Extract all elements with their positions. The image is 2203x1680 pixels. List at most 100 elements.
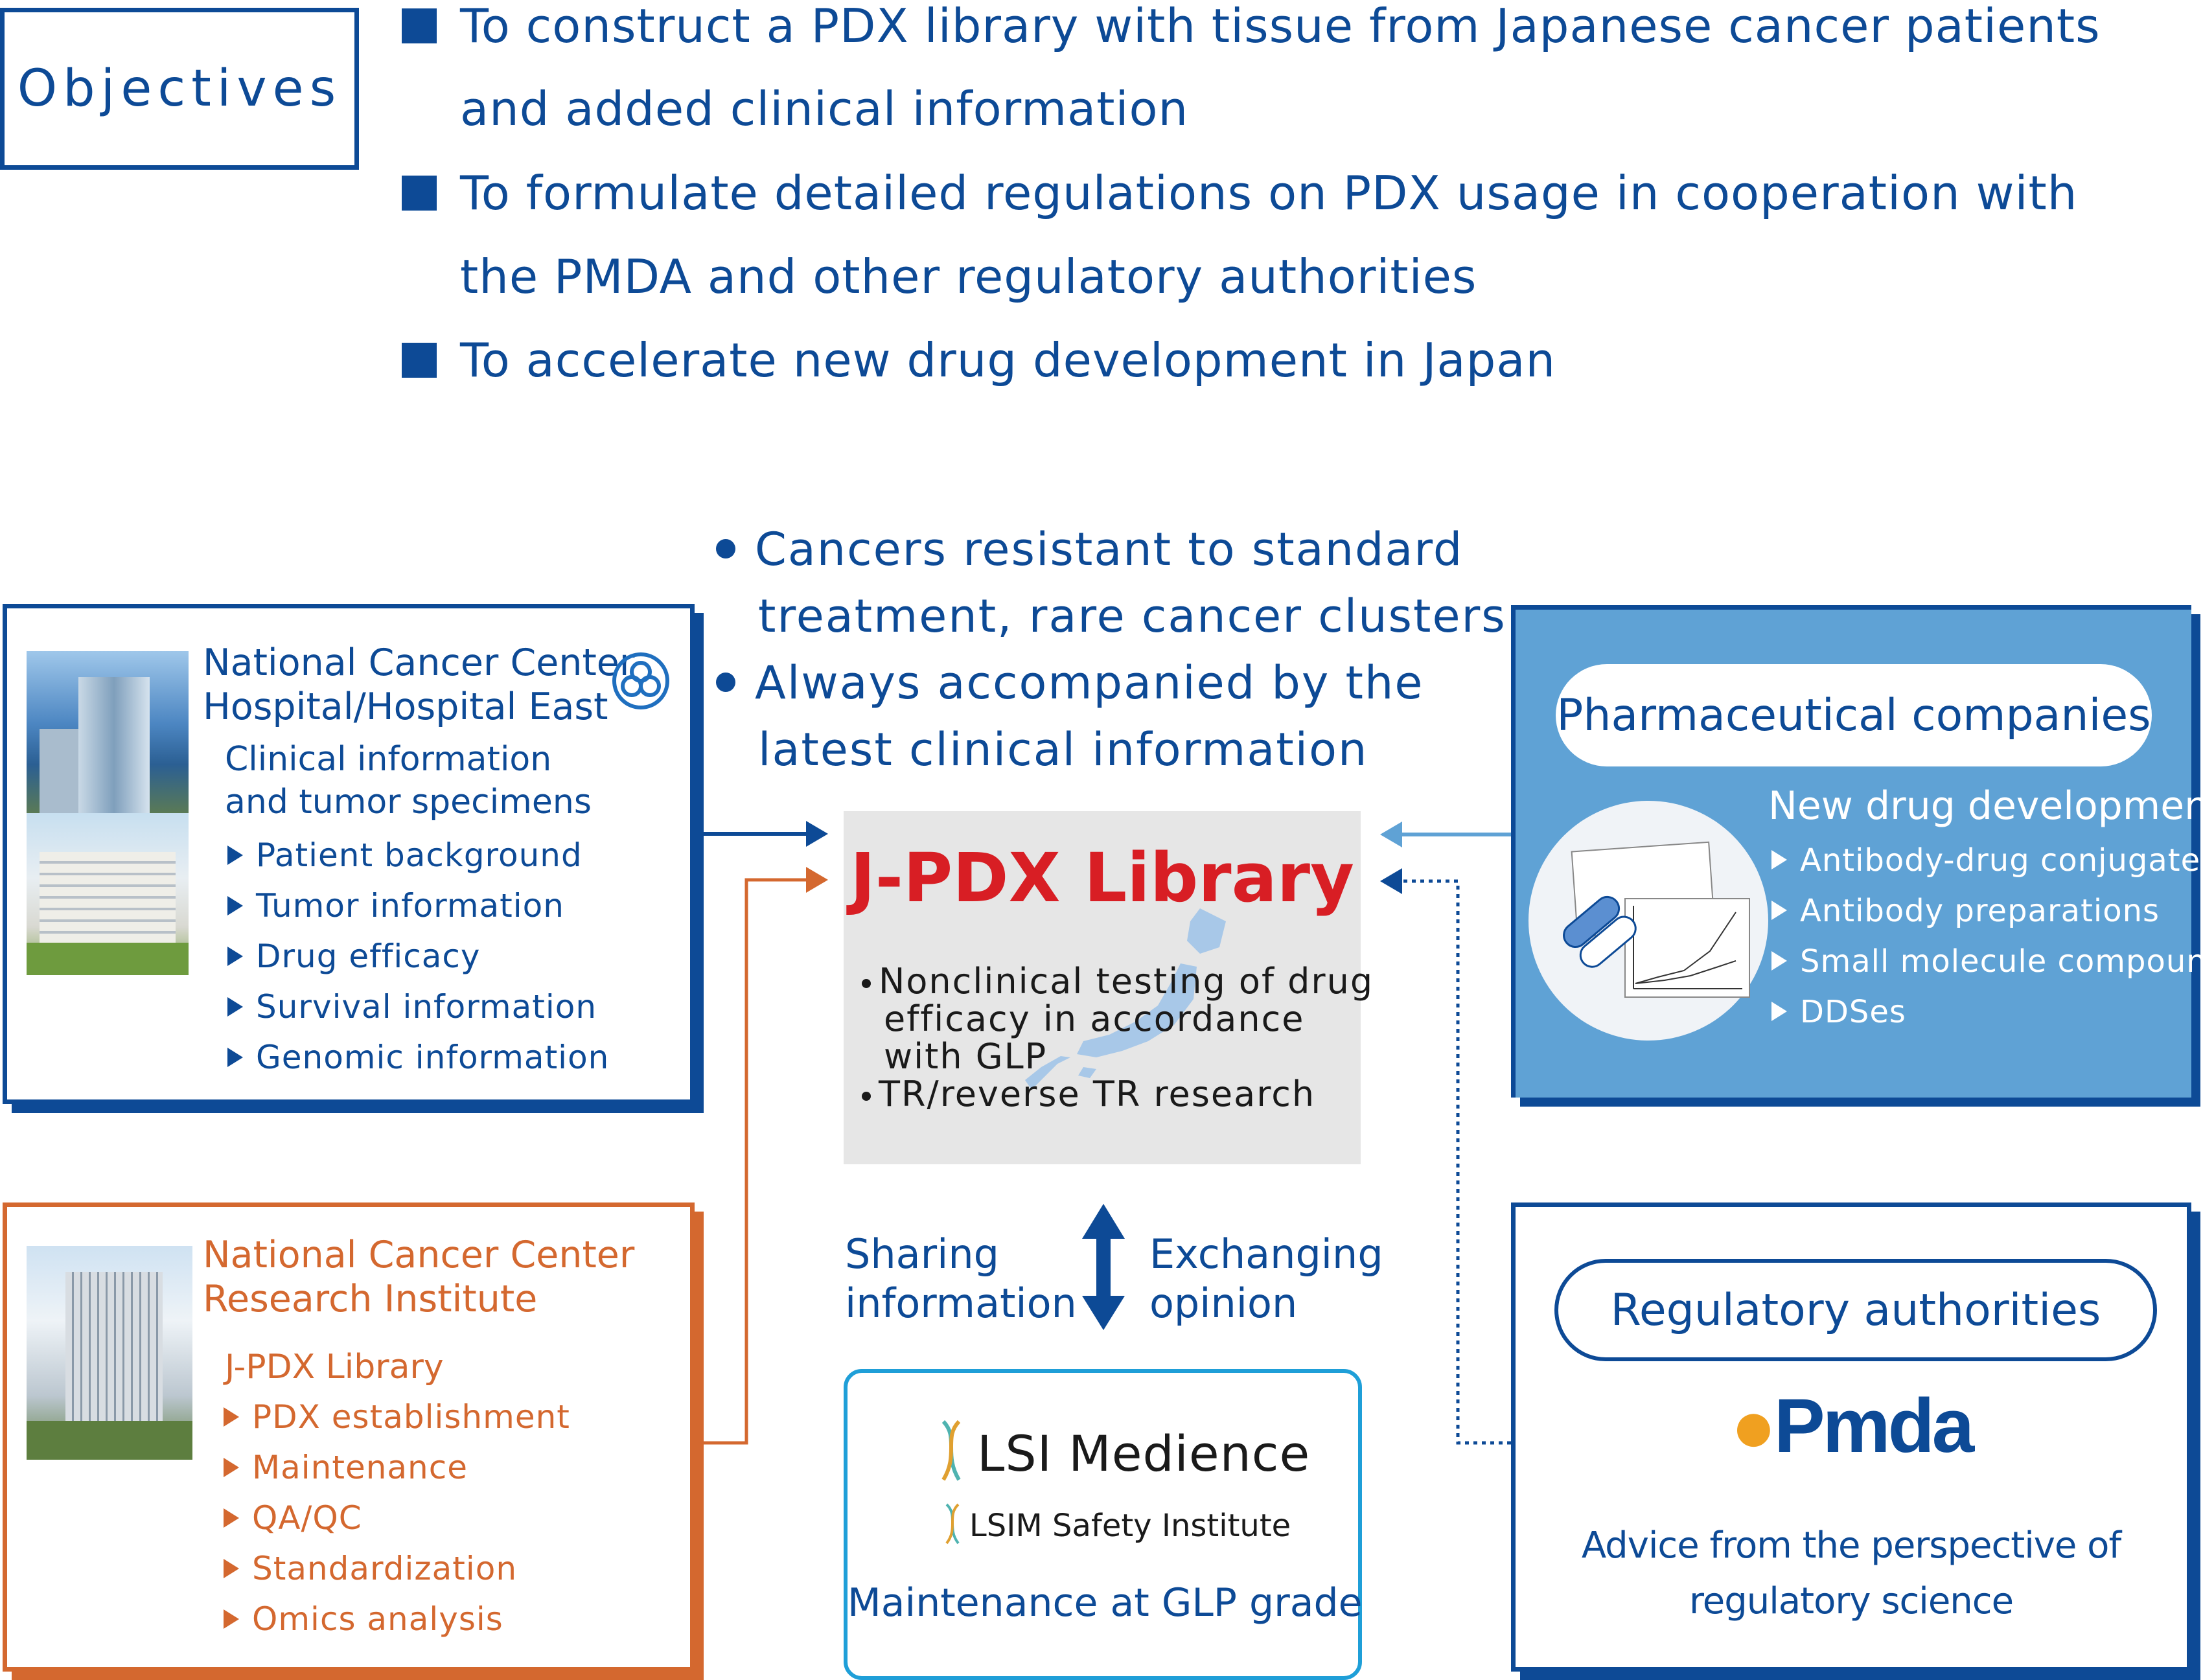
square-bullet-icon	[402, 176, 437, 211]
research-arrow-line	[695, 878, 809, 1445]
hospital-subtitle-line2: and tumor specimens	[225, 783, 592, 822]
hospital-arrowhead	[806, 821, 828, 847]
research-title-line2: Research Institute	[203, 1278, 538, 1320]
hospital-title-line2: Hospital/Hospital East	[203, 685, 608, 728]
research-list-item: PDX establishment	[224, 1392, 570, 1442]
objective-2-line1: To formulate detailed regulations on PDX…	[460, 166, 2078, 220]
lsi-caption: Maintenance at GLP grade	[848, 1580, 1363, 1626]
lsim-safety-logo-text: LSIM Safety Institute	[969, 1508, 1291, 1544]
regulatory-arrow-line	[1401, 879, 1511, 1445]
triangle-bullet-icon	[224, 1458, 239, 1477]
objective-1-line1: To construct a PDX library with tissue f…	[460, 0, 2101, 53]
drug-document-illustration	[1528, 801, 1768, 1041]
library-item-2-text: TR/reverse TR research	[879, 1074, 1316, 1114]
triangle-bullet-icon	[227, 947, 243, 966]
objectives-label: Objectives	[17, 60, 342, 118]
bullet-dot-icon	[716, 539, 735, 558]
regulatory-authorities-box: Regulatory authorities ●Pmda Advice from…	[1511, 1202, 2191, 1672]
sharing-line1: Sharing	[845, 1230, 1000, 1278]
capsule-pills-icon	[1563, 895, 1637, 968]
hospital-building-photo-1	[27, 651, 189, 813]
objective-item-2: To formulate detailed regulations on PDX…	[402, 151, 2077, 235]
feature-1-line1: Cancers resistant to standard	[755, 523, 1464, 576]
triangle-bullet-icon	[227, 846, 243, 865]
exchanging-line2: opinion	[1149, 1280, 1298, 1327]
exchanging-opinion-label: Exchanging opinion	[1149, 1230, 1383, 1328]
pharma-arrowhead	[1380, 822, 1402, 847]
hospital-title: National Cancer Center Hospital/Hospital…	[203, 641, 634, 729]
pharma-list: Antibody-drug conjugates Antibody prepar…	[1771, 835, 2203, 1037]
pharma-list-item: Antibody preparations	[1771, 886, 2203, 936]
triangle-bullet-icon	[1771, 1002, 1787, 1021]
ncc-logo-icon	[612, 652, 669, 709]
library-item-1: Nonclinical testing of drug efficacy in …	[862, 963, 1374, 1076]
hospital-building-photo-2	[27, 813, 189, 975]
pharma-title-pill: Pharmaceutical companies	[1556, 664, 2152, 766]
hospital-subtitle: Clinical information and tumor specimens	[225, 738, 592, 823]
lsi-medience-box: LSI Medience LSIM Safety Institute Maint…	[844, 1369, 1363, 1680]
pharma-subtitle: New drug development	[1768, 783, 2203, 829]
exchanging-line1: Exchanging	[1149, 1230, 1383, 1278]
objective-2-line2: the PMDA and other regulatory authoritie…	[460, 249, 1477, 304]
research-institute-box: National Cancer Center Research Institut…	[3, 1202, 695, 1672]
lsi-medience-logo-text: LSI Medience	[977, 1425, 1311, 1482]
regulatory-caption: Advice from the perspective of regulator…	[1516, 1518, 2187, 1629]
chart-sketch-icon	[1633, 906, 1742, 989]
hospital-list-item: Tumor information	[227, 880, 609, 931]
feature-2-line2: latest clinical information	[758, 723, 1368, 776]
bullet-dot-icon	[716, 673, 735, 692]
dna-helix-icon	[941, 1420, 961, 1481]
jpdx-library-box: J-PDX Library Nonclinical testing of dru…	[844, 811, 1372, 1164]
exchange-arrow-up	[1082, 1204, 1125, 1239]
objective-3-line1: To accelerate new drug development in Ja…	[460, 333, 1556, 387]
bullet-dot-icon	[862, 979, 871, 988]
research-title: National Cancer Center Research Institut…	[203, 1233, 634, 1321]
triangle-bullet-icon	[224, 1407, 239, 1427]
objective-item-1: To construct a PDX library with tissue f…	[402, 0, 2101, 68]
research-building-photo	[27, 1246, 192, 1460]
pharma-companies-box: Pharmaceutical companies New drug develo…	[1511, 605, 2203, 1098]
objective-item-3: To accelerate new drug development in Ja…	[402, 318, 1556, 402]
triangle-bullet-icon	[224, 1508, 239, 1528]
dna-helix-small-icon	[945, 1503, 960, 1545]
square-bullet-icon	[402, 8, 437, 43]
library-item-1-line3: with GLP	[884, 1036, 1048, 1077]
hospital-title-line1: National Cancer Center	[203, 641, 635, 684]
pharma-list-item: Antibody-drug conjugates	[1771, 835, 2203, 886]
bullet-dot-icon	[862, 1092, 871, 1101]
feature-2-line1: Always accompanied by the	[755, 656, 1424, 709]
hospital-list-item: Genomic information	[227, 1032, 609, 1083]
triangle-bullet-icon	[224, 1609, 239, 1629]
library-item-1-line2: efficacy in accordance	[884, 998, 1305, 1039]
hospital-box: National Cancer Center Hospital/Hospital…	[3, 604, 695, 1104]
objectives-label-box: Objectives	[0, 8, 359, 170]
triangle-bullet-icon	[227, 997, 243, 1017]
hospital-subtitle-line1: Clinical information	[225, 740, 552, 779]
research-title-line1: National Cancer Center	[203, 1234, 635, 1276]
library-title: J-PDX Library	[850, 838, 1354, 917]
library-item-2: TR/reverse TR research	[862, 1076, 1315, 1113]
triangle-bullet-icon	[227, 896, 243, 915]
library-item-1-line1: Nonclinical testing of drug	[879, 961, 1374, 1002]
research-subtitle: J-PDX Library	[225, 1348, 444, 1387]
objective-1-line2: and added clinical information	[460, 82, 1189, 136]
hospital-list-item: Survival information	[227, 982, 609, 1032]
hospital-list-item: Drug efficacy	[227, 931, 609, 982]
research-arrowhead	[806, 867, 828, 893]
regulatory-arrowhead	[1380, 868, 1402, 894]
hospital-list-item: Patient background	[227, 830, 609, 880]
feature-item-1: Cancers resistant to standard	[716, 516, 1463, 583]
feature-1-line2: treatment, rare cancer clusters	[758, 590, 1506, 643]
research-list: PDX establishment Maintenance QA/QC Stan…	[224, 1392, 570, 1644]
hospital-list: Patient background Tumor information Dru…	[227, 830, 609, 1083]
pharma-list-item: Small molecule compounds	[1771, 936, 2203, 987]
research-list-item: Standardization	[224, 1543, 570, 1594]
japan-map-icon	[1025, 908, 1226, 1090]
pmda-logo-text: Pmda	[1773, 1383, 1974, 1469]
regulatory-caption-line1: Advice from the perspective of	[1581, 1525, 2121, 1567]
sharing-information-label: Sharing information	[845, 1230, 1077, 1328]
exchange-arrow-shaft	[1096, 1231, 1111, 1302]
research-list-item: Maintenance	[224, 1442, 570, 1493]
triangle-bullet-icon	[1771, 850, 1787, 869]
